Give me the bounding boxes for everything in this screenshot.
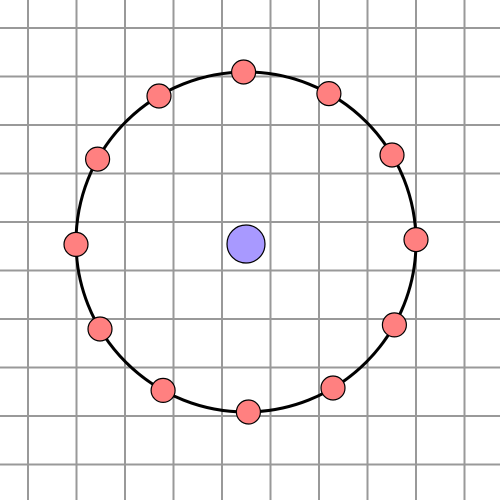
center-point	[226, 224, 266, 264]
circle-point	[403, 227, 429, 253]
circle-point	[150, 377, 176, 403]
circle-point	[84, 146, 111, 172]
circle-point	[320, 375, 346, 401]
circle-point	[87, 316, 113, 342]
circle-point	[381, 312, 407, 338]
circle-point	[316, 80, 342, 107]
circle-point	[146, 83, 172, 109]
circle-point	[235, 399, 261, 425]
circle-points	[63, 59, 429, 425]
circle-point	[231, 59, 257, 85]
circle-point	[63, 231, 89, 257]
circle-point	[379, 142, 405, 168]
